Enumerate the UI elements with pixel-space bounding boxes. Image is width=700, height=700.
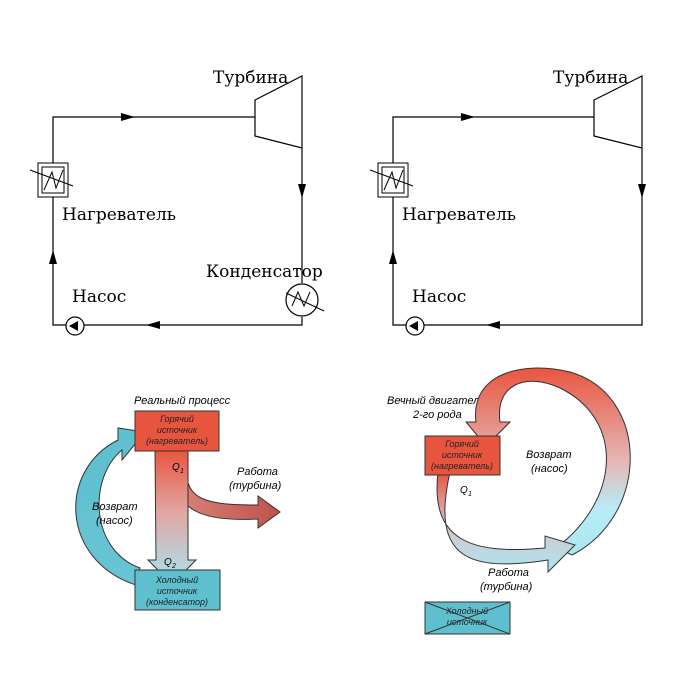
real-hot-line1: Горячий <box>160 414 194 424</box>
real-return-line2: (насос) <box>96 515 133 527</box>
right-arrow-bottom <box>486 321 500 329</box>
real-hot-line3: (нагреватель) <box>146 436 208 446</box>
perpetual-motion-diagram: Вечный двигатель 2-го рода Горячий источ… <box>387 367 631 635</box>
real-cold-source-box <box>134 569 221 611</box>
real-return-line1: Возврат <box>92 501 138 513</box>
left-condenser-icon <box>285 283 325 317</box>
real-q2-sub: 2 <box>171 563 176 570</box>
perpetual-q1: Q <box>460 485 468 496</box>
right-turbine-label: Турбина <box>553 68 628 88</box>
left-arrow-left <box>49 250 57 264</box>
right-cycle: Турбина Нагреватель Насос <box>369 68 646 336</box>
perpetual-hot-line3: (нагреватель) <box>431 461 493 471</box>
real-q1: Q <box>172 462 180 473</box>
real-q1-sub: 1 <box>180 468 184 475</box>
perpetual-work-line2: (турбина) <box>480 581 533 593</box>
left-turbine-icon <box>254 75 303 149</box>
real-work-line1: Работа <box>237 466 278 478</box>
perpetual-hot-source-box <box>424 435 501 476</box>
real-q2: Q <box>164 557 172 568</box>
real-hot-line2: источник <box>157 425 198 435</box>
perpetual-work-line1: Работа <box>488 567 529 579</box>
perpetual-cold-line1: Холодный <box>445 606 488 616</box>
real-return-arrow <box>75 427 146 586</box>
left-turbine-label: Турбина <box>213 68 288 88</box>
perpetual-return-loop-arrow <box>464 367 631 556</box>
perpetual-return-line1: Возврат <box>526 449 572 461</box>
perpetual-cross-line-2 <box>424 601 511 635</box>
perpetual-work-arrow <box>436 471 576 574</box>
left-arrow-bottom <box>146 321 160 329</box>
right-turbine-icon <box>593 75 643 149</box>
perpetual-title-line1: Вечный двигатель <box>387 395 485 407</box>
right-heater-label: Нагреватель <box>402 205 516 225</box>
real-process-title: Реальный процесс <box>134 395 231 407</box>
real-work-line2: (турбина) <box>229 480 282 492</box>
real-cold-line3: (конденсатор) <box>146 597 208 607</box>
left-cycle: Турбина Нагреватель Конденсатор Насос <box>29 68 325 336</box>
perpetual-title-line2: 2-го рода <box>412 409 462 421</box>
right-arrow-top <box>461 113 475 121</box>
perpetual-q1-sub: 1 <box>468 491 472 498</box>
left-pump-icon <box>65 316 85 336</box>
perpetual-return-line2: (насос) <box>531 463 568 475</box>
left-heater-icon <box>29 162 74 198</box>
right-pump-label: Насос <box>412 287 466 307</box>
right-arrow-right <box>638 184 646 198</box>
real-hot-source-box <box>134 410 220 452</box>
perpetual-cold-line2: источник <box>447 617 488 627</box>
left-condenser-label: Конденсатор <box>206 262 323 282</box>
perpetual-hot-line1: Горячий <box>445 439 479 449</box>
real-cold-line1: Холодный <box>155 575 198 585</box>
right-heater-icon <box>369 162 414 198</box>
left-pipe-bottom <box>85 317 303 326</box>
left-heater-label: Нагреватель <box>62 205 176 225</box>
real-cold-line2: источник <box>157 586 198 596</box>
left-arrow-right <box>298 184 306 198</box>
left-pump-label: Насос <box>72 287 126 307</box>
left-arrow-top <box>121 113 135 121</box>
real-process-diagram: Реальный процесс Горячий источник (нагре… <box>75 395 282 611</box>
right-pump-icon <box>405 316 425 336</box>
perpetual-hot-line2: источник <box>442 450 483 460</box>
right-arrow-left <box>389 250 397 264</box>
